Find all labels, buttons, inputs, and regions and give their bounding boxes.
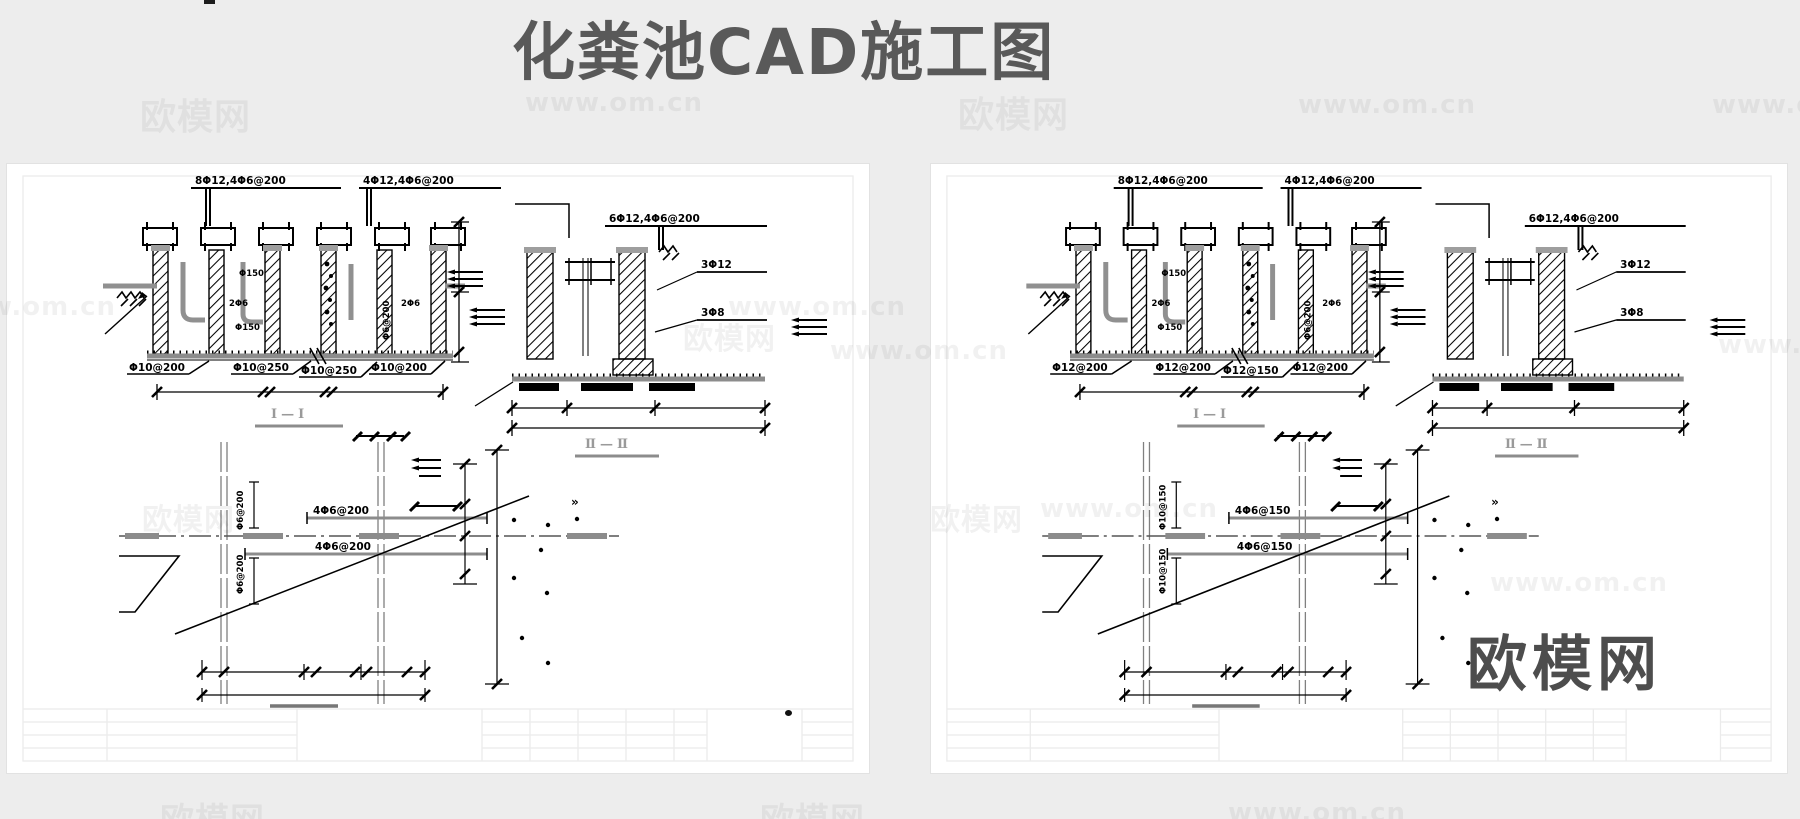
site-brand-mark: 欧模网 [1467, 630, 1662, 700]
plan-vertical-rebar-label: Φ10@150 [1157, 549, 1167, 594]
page-title: 化粪池CAD施工图 [512, 16, 1056, 89]
rebar-note: 2Φ6 [1151, 298, 1170, 308]
chevron-marks: » [1491, 495, 1499, 509]
scan-artifact [204, 0, 215, 4]
watermark-text: www.om.cn [1228, 798, 1407, 819]
section-title: Ⅱ—Ⅱ [1505, 437, 1552, 452]
rebar-note: 2Φ6 [401, 299, 420, 309]
rebar-callout-label: 4Φ12,4Φ6@200 [1285, 175, 1375, 187]
plan-rebar-label: 4Φ6@200 [313, 505, 369, 517]
plan-rebar-label: 4Φ6@150 [1237, 541, 1293, 553]
slab-rebar-label: Φ12@150 [1223, 365, 1279, 377]
sheet-2-labels: 8Φ12,4Φ6@200 4Φ12,4Φ6@200 Φ150 2Φ6 Φ150 … [1052, 175, 1651, 594]
scan-artifact [785, 710, 792, 716]
wall-vertical-label: Φ6@200 [1302, 301, 1312, 340]
rebar-callout-label: 6Φ12,4Φ6@200 [1529, 213, 1619, 225]
side-rebar-label: 3Φ12 [1620, 259, 1651, 271]
cad-sheet-drawing: 8Φ12,4Φ6@200 4Φ12,4Φ6@200 Φ150 2Φ6 Φ150 … [7, 164, 869, 773]
plan-rebar-label: 4Φ6@200 [315, 541, 371, 553]
plan-vertical-rebar-label: Φ6@200 [236, 555, 246, 594]
side-rebar-label: 3Φ8 [701, 307, 725, 319]
drawing-sheet-1: 8Φ12,4Φ6@200 4Φ12,4Φ6@200 Φ150 2Φ6 Φ150 … [6, 163, 870, 774]
watermark-text: www.om.cn [1298, 90, 1477, 120]
slab-rebar-label: Φ10@200 [371, 362, 427, 374]
rebar-note: Φ150 [1161, 268, 1186, 278]
slab-rebar-label: Φ12@200 [1052, 362, 1108, 374]
slab-rebar-label: Φ12@200 [1292, 362, 1348, 374]
chevron-marks: » [571, 495, 579, 509]
plan-rebar-label: 4Φ6@150 [1235, 505, 1291, 517]
slab-rebar-label: Φ12@200 [1155, 362, 1211, 374]
cad-sheet-drawing: 8Φ12,4Φ6@200 4Φ12,4Φ6@200 Φ150 2Φ6 Φ150 … [931, 164, 1787, 773]
rebar-note: 2Φ6 [229, 299, 248, 309]
slab-rebar-label: Φ10@250 [301, 365, 357, 377]
slab-rebar-label: Φ10@250 [233, 362, 289, 374]
wall-vertical-label: Φ6@200 [382, 301, 392, 340]
side-rebar-label: 3Φ8 [1620, 307, 1643, 319]
rebar-callout-label: 8Φ12,4Φ6@200 [1118, 175, 1208, 187]
watermark-text: 欧模网 [140, 97, 252, 138]
section-title: Ⅱ—Ⅱ [585, 437, 632, 452]
rebar-callout-label: 8Φ12,4Φ6@200 [195, 175, 286, 187]
rebar-note: Φ150 [239, 269, 264, 279]
rebar-callout-label: 6Φ12,4Φ6@200 [609, 213, 700, 225]
watermark-text: 欧模网 [958, 95, 1070, 136]
side-rebar-label: 3Φ12 [701, 259, 732, 271]
rebar-note: Φ150 [1157, 322, 1182, 332]
sheet-1-labels: 8Φ12,4Φ6@200 4Φ12,4Φ6@200 Φ150 2Φ6 Φ150 … [129, 175, 732, 594]
rebar-note: Φ150 [235, 323, 260, 333]
rebar-note: 2Φ6 [1322, 298, 1341, 308]
drawing-sheet-2: 8Φ12,4Φ6@200 4Φ12,4Φ6@200 Φ150 2Φ6 Φ150 … [930, 163, 1788, 774]
watermark-text: 欧模网 [760, 793, 865, 819]
watermark-text: www.om.cn [1712, 90, 1800, 120]
watermark-text: 欧模网 [160, 793, 265, 819]
section-title: Ⅰ—Ⅰ [1193, 407, 1230, 422]
section-title: Ⅰ—Ⅰ [271, 407, 308, 422]
plan-vertical-rebar-label: Φ6@200 [236, 491, 246, 530]
slab-rebar-label: Φ10@200 [129, 362, 185, 374]
plan-vertical-rebar-label: Φ10@150 [1157, 485, 1167, 530]
rebar-callout-label: 4Φ12,4Φ6@200 [363, 175, 454, 187]
